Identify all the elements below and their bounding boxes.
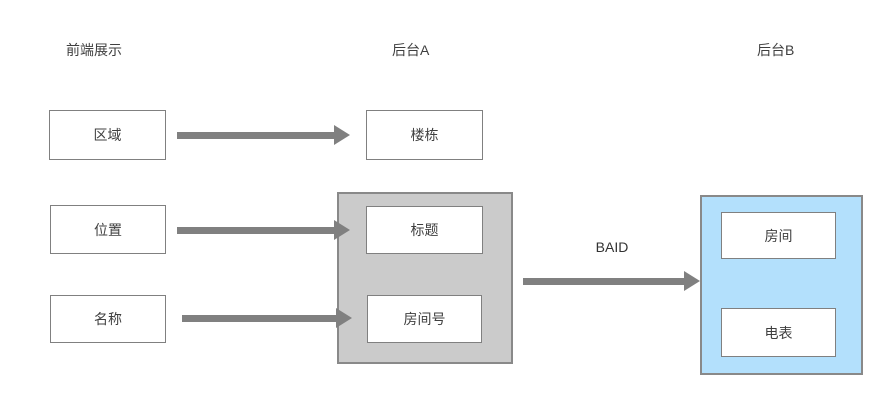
- column-header-frontend: 前端展示: [66, 42, 122, 58]
- node-position: 位置: [50, 205, 166, 254]
- arrow-head-icon: [334, 125, 350, 145]
- arrow-head-icon: [334, 220, 350, 240]
- arrow-head-icon: [684, 271, 700, 291]
- arrow-baid-backend-a-to-b: [523, 271, 700, 291]
- column-header-backend-a: 后台A: [392, 42, 430, 58]
- node-area: 区域: [49, 110, 166, 160]
- arrow-shaft: [523, 277, 686, 285]
- node-room-number: 房间号: [367, 295, 482, 343]
- arrow-shaft: [182, 314, 338, 322]
- arrow-shaft: [177, 131, 336, 139]
- arrow-shaft: [177, 226, 336, 234]
- node-room: 房间: [721, 212, 836, 259]
- arrow-position-to-title: [177, 220, 350, 240]
- node-name: 名称: [50, 295, 166, 343]
- node-title: 标题: [366, 206, 483, 254]
- arrow-head-icon: [336, 308, 352, 328]
- node-meter: 电表: [721, 308, 836, 357]
- arrow-area-to-building: [177, 125, 350, 145]
- arrow-name-to-room-number: [182, 308, 352, 328]
- node-building: 楼栋: [366, 110, 483, 160]
- baid-arrow-label: BAID: [595, 239, 629, 255]
- column-header-backend-b: 后台B: [757, 42, 795, 58]
